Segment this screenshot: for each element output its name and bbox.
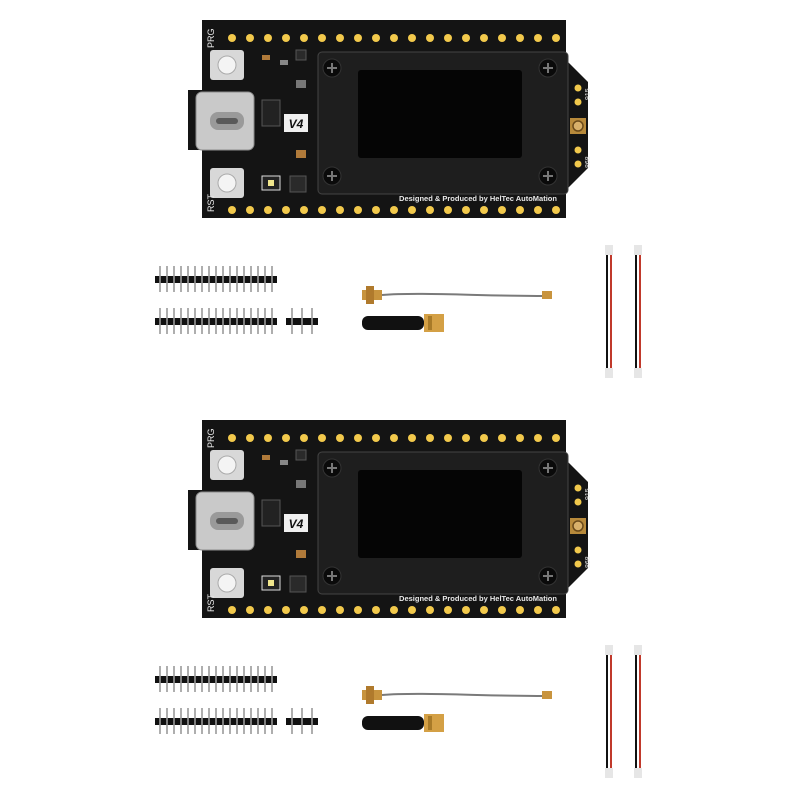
usb-c-port-icon xyxy=(195,91,255,151)
header-pins-with-3pin xyxy=(155,308,318,334)
header-pins-with-3pin xyxy=(155,708,318,734)
jst-cables xyxy=(605,245,642,378)
pad-row-bottom xyxy=(228,606,560,614)
usb-c-port-icon xyxy=(195,491,255,551)
screw-icon xyxy=(322,458,558,586)
ufl-connector-icon xyxy=(570,518,586,534)
ipex-pigtail-cable xyxy=(362,286,552,304)
oled-display xyxy=(317,451,569,595)
band-label-915: 915 xyxy=(585,88,592,100)
prg-button-icon xyxy=(210,50,244,80)
pad-row-top xyxy=(228,34,560,42)
jst-cables xyxy=(605,645,642,778)
kit-1: V4 PRG RST 915 868 Designed & Produced b… xyxy=(155,20,642,378)
credit-text: Designed & Produced by HelTec AutoMation xyxy=(399,594,557,603)
prg-label: PRG xyxy=(206,28,216,48)
version-badge: V4 xyxy=(284,514,308,532)
pad-row-top xyxy=(228,434,560,442)
header-pins-long xyxy=(155,666,277,692)
kit-1-illustration: V4 PRG RST 915 868 Designed & Produced b… xyxy=(155,20,642,378)
band-label-915: 915 xyxy=(585,488,592,500)
prg-button-icon xyxy=(210,450,244,480)
rubber-antenna xyxy=(362,314,444,332)
smd-components xyxy=(261,49,307,193)
version-badge: V4 xyxy=(284,114,308,132)
kit-2: V4 PRG RST 915 868 Designed & Produced b… xyxy=(0,400,800,800)
screw-icon xyxy=(322,58,558,186)
rst-button-icon xyxy=(210,568,244,598)
rst-button-icon xyxy=(210,168,244,198)
version-label: V4 xyxy=(289,117,304,131)
band-label-868: 868 xyxy=(585,156,592,168)
kit-2-illustration: V4 PRG RST 915 868 Designed & Produced b… xyxy=(155,420,642,778)
ipex-pigtail-cable xyxy=(362,686,552,704)
rst-label: RST xyxy=(206,193,216,212)
oled-display xyxy=(317,51,569,195)
pad-column-right xyxy=(574,484,582,568)
oled-screen xyxy=(358,70,522,158)
smd-components xyxy=(261,449,307,593)
rubber-antenna xyxy=(362,714,444,732)
pad-row-bottom xyxy=(228,206,560,214)
prg-label: PRG xyxy=(206,428,216,448)
credit-text: Designed & Produced by HelTec AutoMation xyxy=(399,194,557,203)
header-pins-long xyxy=(155,266,277,292)
pad-column-right xyxy=(574,84,582,168)
heltec-board: V4 PRG RST 915 868 Designed & Produced b… xyxy=(188,420,592,618)
heltec-board: V4 PRG RST 915 868 Designed & Produced b… xyxy=(188,20,592,218)
version-label: V4 xyxy=(289,517,304,531)
ufl-connector-icon xyxy=(570,118,586,134)
oled-screen xyxy=(358,470,522,558)
band-label-868: 868 xyxy=(585,556,592,568)
rst-label: RST xyxy=(206,593,216,612)
